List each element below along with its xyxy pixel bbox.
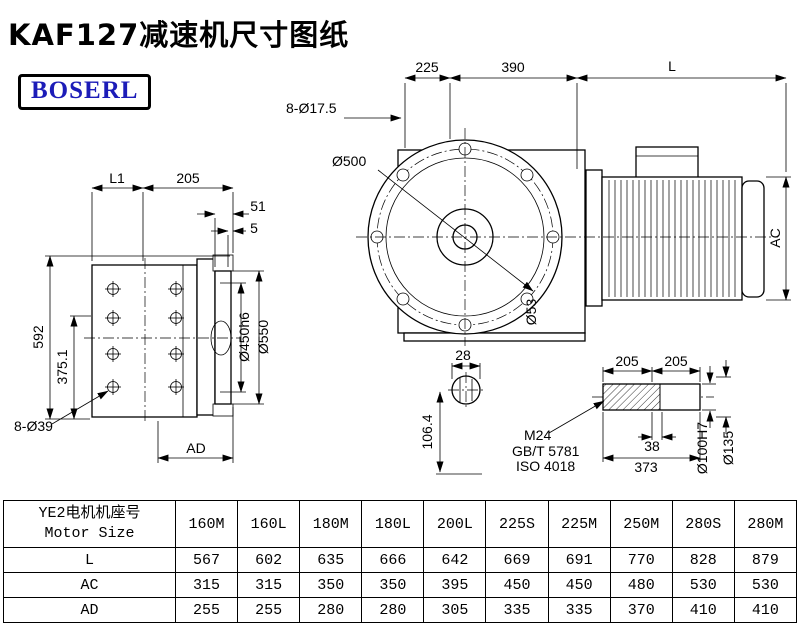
dim-motor-length-l: L (668, 58, 676, 74)
table-header-row: YE2电机机座号 Motor Size 160M 160L 180M 180L … (3, 500, 798, 548)
cell-ad-9: 410 (733, 597, 798, 623)
label-standard-gb: GB/T 5781 (512, 443, 580, 459)
col-header-160m: 160M (174, 500, 239, 548)
boserl-logo: BOSERL (18, 74, 152, 110)
dim-51: 51 (250, 198, 266, 214)
row-label-ad: AD (3, 597, 176, 623)
table-row-ac: AC 315 315 350 350 395 450 450 480 530 5… (3, 572, 798, 598)
dim-l1: L1 (109, 170, 125, 186)
col-header-280m: 280M (733, 500, 798, 548)
logo-text: BOSERL (31, 77, 139, 104)
col-header-280s: 280S (671, 500, 735, 548)
motor (585, 146, 765, 307)
row-label-ac: AC (3, 572, 176, 598)
cell-ad-3: 280 (361, 597, 425, 623)
label-bolt-holes-17: 8-Ø17.5 (286, 100, 337, 116)
col-header-180l: 180L (361, 500, 425, 548)
dim-205-shaft-a: 205 (615, 353, 639, 369)
dim-390: 390 (501, 59, 525, 75)
dim-38: 38 (644, 438, 660, 454)
label-bore-d100: Ø100H7 (694, 422, 710, 474)
cell-l-6: 691 (547, 547, 611, 573)
page-title: KAF127减速机尺寸图纸 (8, 18, 350, 52)
front-view (367, 139, 586, 342)
label-standard-iso: ISO 4018 (516, 458, 575, 474)
col-header-250m: 250M (609, 500, 673, 548)
cell-l-9: 879 (733, 547, 798, 573)
dim-225: 225 (415, 59, 439, 75)
cell-ac-7: 480 (609, 572, 673, 598)
cell-l-1: 602 (237, 547, 301, 573)
label-hub-d135: Ø135 (720, 431, 736, 465)
col-header-160l: 160L (237, 500, 301, 548)
cell-ac-9: 530 (733, 572, 798, 598)
dim-106: 106.4 (419, 414, 435, 449)
table-row-l: L 567 602 635 666 642 669 691 770 828 87… (3, 547, 798, 573)
cell-ac-5: 450 (485, 572, 549, 598)
cell-ad-5: 335 (485, 597, 549, 623)
dim-592: 592 (30, 325, 46, 349)
table-row-ad: AD 255 255 280 280 305 335 335 370 410 4… (3, 597, 798, 623)
dim-5: 5 (250, 220, 258, 236)
cell-l-7: 770 (609, 547, 673, 573)
label-bolt-holes-39: 8-Ø39 (14, 418, 53, 434)
cell-ac-3: 350 (361, 572, 425, 598)
col-header-180m: 180M (299, 500, 363, 548)
label-flange-d500: Ø500 (332, 153, 366, 169)
motor-size-header-cn: YE2电机机座号 (38, 504, 141, 522)
cell-ad-8: 410 (671, 597, 735, 623)
row-label-l: L (3, 547, 176, 573)
cell-l-2: 635 (299, 547, 363, 573)
col-header-225m: 225M (547, 500, 611, 548)
cell-l-3: 666 (361, 547, 425, 573)
cell-l-8: 828 (671, 547, 735, 573)
motor-size-header-en: Motor Size (44, 525, 135, 542)
cell-ad-4: 305 (423, 597, 487, 623)
cell-l-0: 567 (174, 547, 239, 573)
motor-size-header: YE2电机机座号 Motor Size (3, 500, 176, 548)
dim-ad: AD (186, 440, 205, 456)
technical-drawing: 225 390 L 8-Ø17.5 Ø500 Ø53 AC L1 205 (14, 58, 791, 475)
cell-ac-4: 395 (423, 572, 487, 598)
side-view (84, 254, 240, 424)
dim-373: 373 (634, 459, 658, 475)
cell-ac-8: 530 (671, 572, 735, 598)
cell-ac-2: 350 (299, 572, 363, 598)
cell-l-5: 669 (485, 547, 549, 573)
dim-ac: AC (767, 228, 783, 247)
cell-ac-6: 450 (547, 572, 611, 598)
col-header-200l: 200L (423, 500, 487, 548)
dim-205-side: 205 (176, 170, 200, 186)
dim-205-shaft-b: 205 (664, 353, 688, 369)
cell-ac-1: 315 (237, 572, 301, 598)
dim-28: 28 (455, 347, 471, 363)
shaft-detail-view: 205 205 38 373 M24 GB/T 5781 ISO 4018 Ø1… (512, 353, 736, 475)
cell-l-4: 642 (423, 547, 487, 573)
label-thread-m24: M24 (524, 427, 551, 443)
shaft-section-view: 28 106.4 (419, 347, 484, 475)
cell-ad-0: 255 (174, 597, 239, 623)
cell-ad-7: 370 (609, 597, 673, 623)
label-flange-d550: Ø550 (255, 320, 271, 354)
label-spigot-d450: Ø450h6 (236, 312, 252, 362)
cell-ad-1: 255 (237, 597, 301, 623)
cell-ad-6: 335 (547, 597, 611, 623)
col-header-225s: 225S (485, 500, 549, 548)
center-lines (356, 128, 778, 346)
motor-size-table: YE2电机机座号 Motor Size 160M 160L 180M 180L … (3, 500, 798, 623)
label-shaft-d53: Ø53 (523, 299, 539, 326)
cell-ac-0: 315 (174, 572, 239, 598)
front-dimensions: 225 390 L 8-Ø17.5 Ø500 Ø53 AC (286, 58, 791, 325)
dim-375: 375.1 (54, 349, 70, 384)
side-dimensions: L1 205 51 5 592 375.1 8-Ø39 AD Ø450h6 Ø5… (14, 170, 271, 463)
cell-ad-2: 280 (299, 597, 363, 623)
